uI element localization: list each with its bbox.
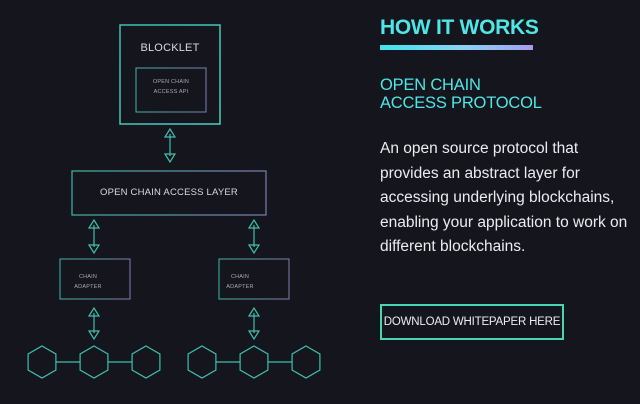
chain-adapter-box [218, 258, 290, 300]
access-api-label: OPEN CHAIN ACCESS API [138, 77, 204, 97]
chain-adapter-label: CHAIN ADAPTER [212, 272, 268, 292]
block-hexagon-icon [131, 345, 161, 379]
bidirectional-arrow-icon [247, 306, 261, 341]
subtitle-line2: ACCESS PROTOCOL [380, 94, 542, 112]
chain-adapter-label: CHAIN ADAPTER [60, 272, 116, 292]
block-hexagon-icon [291, 345, 321, 379]
blocklet-label: BLOCKLET [140, 42, 200, 54]
section-title: HOW IT WORKS [380, 16, 539, 39]
chain-adapter-label-line2: ADAPTER [74, 284, 102, 290]
bidirectional-arrow-icon [87, 306, 101, 341]
bidirectional-arrow-icon [247, 218, 261, 255]
bidirectional-arrow-icon [87, 218, 101, 255]
chain-adapter-label-line1: CHAIN [230, 274, 250, 280]
access-layer-label: OPEN CHAIN ACCESS LAYER [100, 187, 238, 198]
section-subtitle: OPEN CHAIN ACCESS PROTOCOL [380, 76, 620, 112]
access-api-label-line1: OPEN CHAIN [152, 79, 190, 85]
access-api-box [135, 67, 207, 113]
chain-adapter-label-line2: ADAPTER [226, 284, 254, 290]
diagram-graphics [27, 24, 321, 379]
section-description: An open source protocol that provides an… [380, 140, 628, 255]
subtitle-line1: OPEN CHAIN [380, 76, 481, 94]
access-api-label-line2: ACCESS API [153, 89, 189, 95]
access-layer-box [71, 170, 267, 216]
how-it-works-panel: HOW IT WORKS OPEN CHAIN ACCESS PROTOCOL … [380, 0, 640, 404]
block-hexagon-icon [187, 345, 217, 379]
block-hexagon-icon [27, 345, 57, 379]
block-hexagon-icon [239, 345, 269, 379]
bidirectional-arrow-icon [163, 127, 177, 164]
chain-adapter-box [59, 258, 131, 300]
download-whitepaper-button[interactable]: DOWNLOAD WHITEPAPER HERE [380, 304, 564, 340]
chain-adapter-label-line1: CHAIN [78, 274, 98, 280]
blocklet-box [119, 24, 221, 125]
architecture-diagram: BLOCKLET OPEN CHAIN ACCESS API OPEN CHAI… [27, 24, 321, 379]
title-underline [380, 45, 533, 50]
block-hexagon-icon [79, 345, 109, 379]
